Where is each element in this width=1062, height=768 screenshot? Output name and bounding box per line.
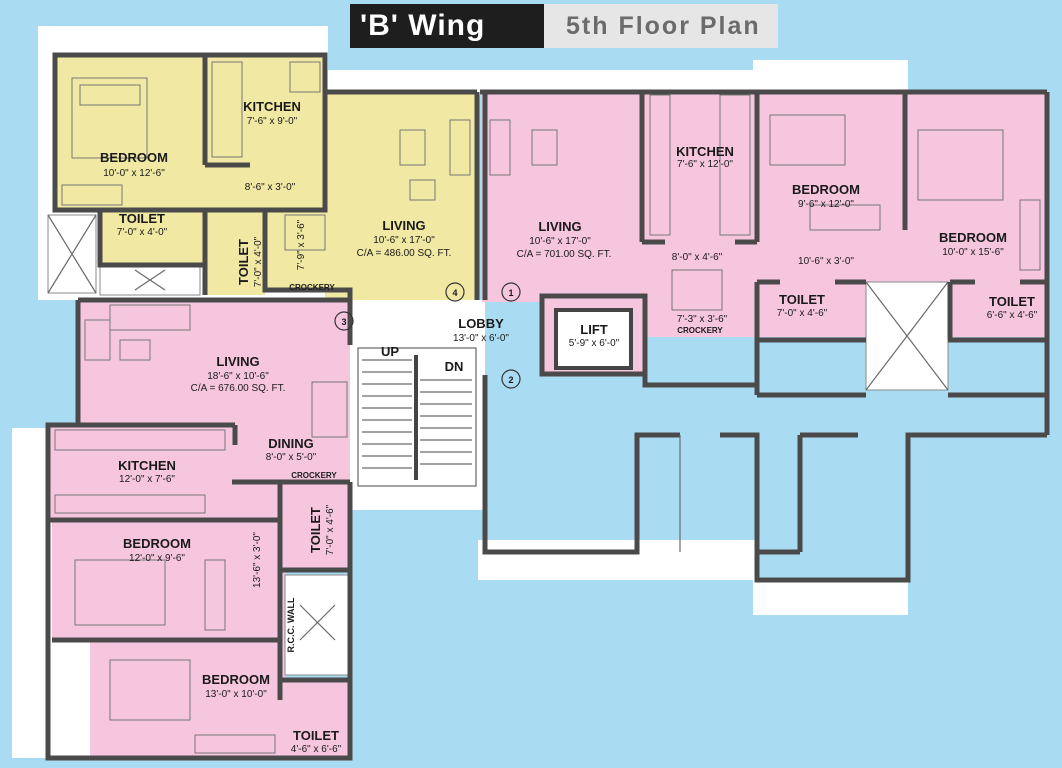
left-bedroom1-label: BEDROOM [123,536,191,551]
wing-title-text: 'B' Wing [360,9,486,42]
yellow-dining-size: 7'-9" x 3'-6" [296,219,307,270]
right-kitchen-size: 7'-6" x 12'-0" [677,159,733,170]
furniture [54,61,1041,754]
right-passage-size: 10'-6" x 3'-0" [798,256,854,267]
right-living-area: C/A = 701.00 SQ. FT. [517,249,612,260]
left-kitchen-size: 12'-0" x 7'-6" [119,474,175,485]
right-living-label: LIVING [538,219,581,234]
left-bedroom2-label: BEDROOM [202,672,270,687]
flat-number-marker-1: 1 [501,282,521,302]
lobby-label: LOBBY [458,316,504,331]
flat-2-outline [482,340,1050,583]
stair-up-label: UP [381,344,399,359]
yellow-living-size: 10'-6" x 17'-0" [373,235,435,246]
yellow-bedroom-size: 10'-0" x 12'-6" [103,168,165,179]
yellow-toilet-label: TOILET [119,211,165,226]
yellow-crockery-label: CROCKERY [289,283,335,292]
left-living-area: C/A = 676.00 SQ. FT. [191,383,286,394]
left-dining-label: DINING [268,436,314,451]
right-bedroom2-size: 10'-0" x 15'-6" [942,247,1004,258]
shaft-rcc [284,574,349,676]
yellow-kitchen-size: 7'-6" x 9'-0" [247,116,298,127]
walls [45,52,1050,761]
floor-plan-title-text: 5th Floor Plan [566,11,761,40]
rcc-wall-label: R.C.C. WALL [286,597,296,652]
right-dining-size: 8'-0" x 4'-6" [672,252,723,263]
balcony-shaft [99,264,201,296]
right-toilet1-size: 7'-0" x 4'-6" [777,308,828,319]
yellow-passage-size: 8'-6" x 3'-0" [245,182,296,193]
right-crockery-label: CROCKERY [677,326,723,335]
flat-number-2: 2 [508,375,513,385]
flat-number-4: 4 [452,288,457,298]
staircase [357,347,477,487]
shaft-left [47,214,97,294]
lift-size: 5'-9" x 6'-0" [569,338,620,349]
floor-plan-title: 5th Floor Plan [544,4,778,48]
stair-down-label: DN [445,359,464,374]
yellow-toilet2-size: 7'-0" x 4'-0" [253,236,264,287]
shaft-right [865,281,949,391]
left-toilet2-label: TOILET [293,728,339,743]
yellow-bedroom-label: BEDROOM [100,150,168,165]
lift-label: LIFT [580,322,607,337]
yellow-toilet-size: 7'-0" x 4'-0" [117,227,168,238]
pink-right-zone [482,92,1047,375]
right-bedroom1-label: BEDROOM [792,182,860,197]
right-toilet2-size: 6'-6" x 4'-6" [987,310,1038,321]
left-bedroom1-size: 12'-0" x 9'-6" [129,553,185,564]
lobby-size: 13'-0" x 6'-0" [453,333,509,344]
yellow-kitchen-label: KITCHEN [243,99,301,114]
left-toilet1-size: 7'-0" x 4'-6" [325,504,336,555]
flat-number-marker-4: 4 [445,282,465,302]
right-toilet1-label: TOILET [779,292,825,307]
left-living-size: 18'-6" x 10'-6" [207,371,269,382]
pink-left-zone [48,300,350,758]
right-living-size: 10'-6" x 17'-0" [529,236,591,247]
right-toilet2-label: TOILET [989,294,1035,309]
left-dining-size: 8'-0" x 5'-0" [266,452,317,463]
left-passage-size: 13'-6" x 3'-0" [252,532,263,588]
left-living-label: LIVING [216,354,259,369]
flat-number-1: 1 [508,288,513,298]
left-bedroom2-size: 13'-0" x 10'-0" [205,689,267,700]
left-kitchen-label: KITCHEN [118,458,176,473]
left-crockery-label: CROCKERY [291,471,337,480]
flat-number-marker-2: 2 [501,369,521,389]
right-kitchen-label: KITCHEN [676,144,734,159]
right-bedroom2-label: BEDROOM [939,230,1007,245]
flat-number-3: 3 [341,317,346,327]
wing-title: 'B' Wing [350,4,544,48]
right-bedroom1-size: 9'-6" x 12'-0" [798,199,854,210]
flat-number-marker-3: 3 [334,311,354,331]
yellow-living-area: C/A = 486.00 SQ. FT. [357,248,452,259]
yellow-living-label: LIVING [382,218,425,233]
left-toilet2-size: 4'-6" x 6'-6" [291,744,342,755]
yellow-toilet2-label: TOILET [236,239,251,285]
right-crockery-size: 7'-3" x 3'-6" [677,314,728,325]
left-toilet1-label: TOILET [308,507,323,553]
